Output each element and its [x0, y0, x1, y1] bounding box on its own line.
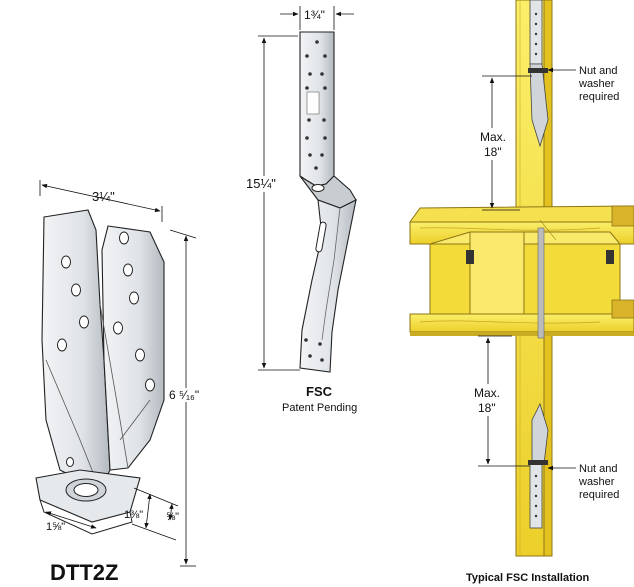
dtt2z-height-dimension: 6 ⁵⁄₁₆" — [168, 229, 204, 567]
callout-bottom-line2: washer — [578, 476, 615, 488]
max-spacing-top: Max. 18" — [476, 75, 532, 211]
installation-caption: Typical FSC Installation — [466, 572, 590, 584]
dtt2z-base-label: 1⅝" — [46, 521, 65, 533]
dtt2z-width-label: 3¼" — [92, 189, 115, 204]
fsc-subtitle: Patent Pending — [282, 402, 357, 414]
fsc-width-label: 1¾" — [304, 8, 325, 22]
callout-top-line3: required — [579, 91, 619, 103]
fsc-title: FSC — [306, 384, 333, 399]
max-bottom-line1: Max. — [474, 386, 500, 400]
callout-top: Nut and washer required — [547, 65, 619, 103]
dtt2z-width-dimension: 3¼" — [39, 180, 163, 222]
max-top-line2: 18" — [484, 145, 502, 159]
dtt2z-base-dimension: 1⅝" — [45, 511, 97, 533]
fsc-length-label: 15¼" — [246, 176, 276, 191]
fsc-holes — [304, 40, 327, 362]
fsc-drawing: 1¾" 15¼" — [244, 6, 357, 414]
installation-drawing: Max. 18" Max. 18" Nut and washer require… — [409, 0, 634, 584]
dtt2z-small-label: ⅝" — [166, 511, 179, 523]
callout-bottom-line1: Nut and — [579, 463, 618, 475]
max-spacing-bottom: Max. 18" — [470, 335, 530, 467]
fsc-stamp — [306, 91, 320, 115]
max-bottom-line2: 18" — [478, 401, 496, 415]
dtt2z-title: DTT2Z — [50, 560, 118, 585]
dtt2z-right-plate — [101, 225, 165, 471]
callout-top-line2: washer — [578, 78, 615, 90]
fsc-width-dimension: 1¾" — [280, 6, 354, 30]
callout-bottom-line3: required — [579, 489, 619, 501]
dtt2z-height-label: 6 ⁵⁄₁₆" — [169, 388, 199, 402]
callout-top-line1: Nut and — [579, 65, 618, 77]
dtt2z-holes — [57, 231, 155, 467]
dtt2z-drawing: 3¼" 1⅝" — [35, 180, 204, 585]
floor-framing — [409, 205, 634, 339]
dtt2z-side-dimension: 1⅜" ⅝" — [124, 487, 179, 541]
fsc-length-dimension: 15¼" — [244, 35, 300, 371]
max-top-line1: Max. — [480, 130, 506, 144]
callout-bottom: Nut and washer required — [547, 463, 619, 501]
dtt2z-side-label: 1⅜" — [124, 509, 143, 521]
fsc-strap-lower — [299, 199, 357, 373]
upper-fsc-strap — [528, 0, 549, 148]
lower-fsc-strap — [528, 402, 549, 529]
dtt2z-left-plate — [41, 209, 111, 491]
